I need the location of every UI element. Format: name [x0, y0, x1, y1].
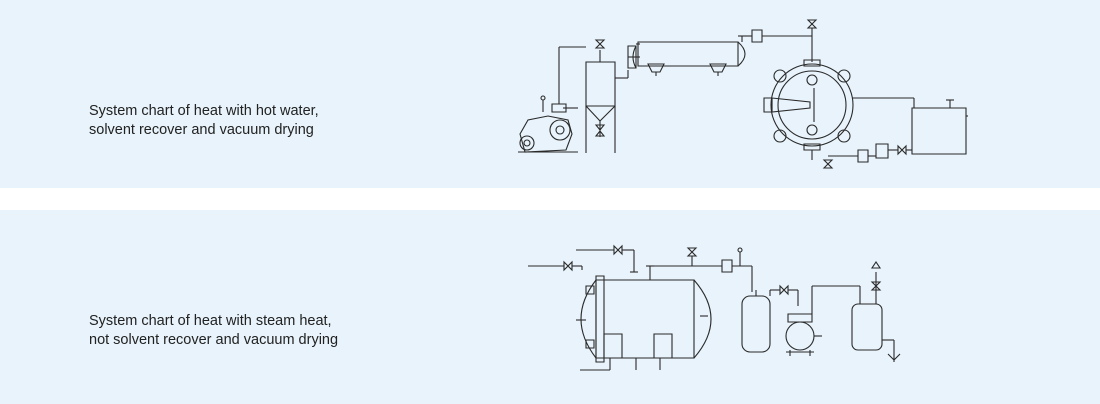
- panel-caption: System chart of heat with steam heat, no…: [89, 312, 338, 350]
- vapour-line: [738, 20, 816, 62]
- buffer-tank: [742, 286, 798, 352]
- panel-hot-water-solvent-recovery: System chart of heat with hot water, sol…: [0, 0, 1100, 188]
- vacuum-pump: [786, 286, 860, 356]
- receiver-tank: [852, 262, 900, 362]
- caption-line-2: not solvent recover and vacuum drying: [89, 332, 339, 348]
- separator-tank: [586, 40, 615, 153]
- vacuum-pump: [518, 96, 578, 152]
- tray-dryer-vessel: [576, 266, 711, 370]
- hot-water-system-diagram: [0, 0, 1100, 188]
- caption-line-1: System chart of heat with hot water,: [89, 103, 319, 119]
- caption-line-2: solvent recover and vacuum drying: [89, 122, 314, 138]
- pump-to-separator-pipe: [559, 47, 586, 108]
- steam-inlet-line: [528, 246, 638, 272]
- caption-line-1: System chart of heat with steam heat,: [89, 313, 332, 329]
- hot-water-tank: [828, 98, 968, 162]
- panel-steam-heat-no-recovery: System chart of heat with steam heat, no…: [0, 210, 1100, 404]
- condenser: [615, 42, 745, 78]
- vacuum-dryer: [764, 60, 914, 168]
- steam-heat-system-diagram: [0, 210, 1100, 404]
- vacuum-line: [650, 248, 752, 292]
- panel-caption: System chart of heat with hot water, sol…: [89, 102, 319, 140]
